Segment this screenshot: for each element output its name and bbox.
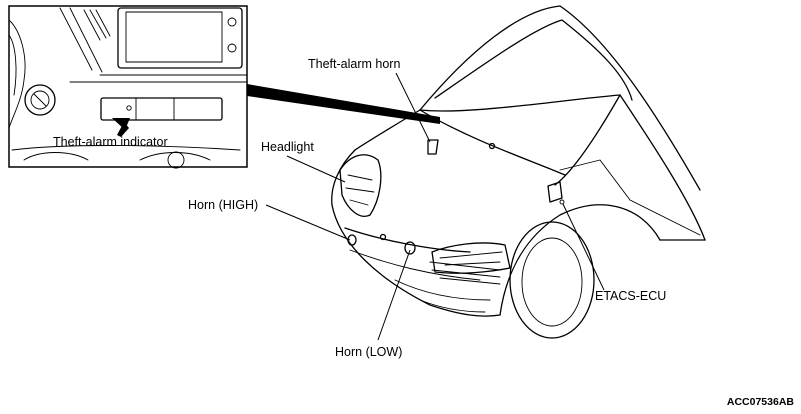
vehicle-outline bbox=[331, 5, 706, 339]
dashboard-inset bbox=[8, 5, 248, 169]
figure-code: ACC07536AB bbox=[727, 396, 795, 408]
leader-horn-high bbox=[265, 204, 351, 241]
label-theft-alarm-horn: Theft-alarm horn bbox=[308, 57, 400, 71]
label-theft-alarm-indicator: Theft-alarm indicator bbox=[53, 135, 168, 149]
leader-etacs-ecu bbox=[562, 203, 605, 291]
label-horn-low: Horn (LOW) bbox=[335, 345, 402, 359]
leader-lines bbox=[265, 72, 605, 341]
label-horn-high: Horn (HIGH) bbox=[188, 198, 258, 212]
leader-horn-low bbox=[377, 249, 411, 341]
inset-connector bbox=[247, 84, 440, 124]
leader-theft-alarm-horn bbox=[395, 72, 431, 143]
leader-headlight bbox=[286, 155, 346, 183]
label-headlight: Headlight bbox=[261, 140, 314, 154]
label-etacs-ecu: ETACS-ECU bbox=[595, 289, 666, 303]
